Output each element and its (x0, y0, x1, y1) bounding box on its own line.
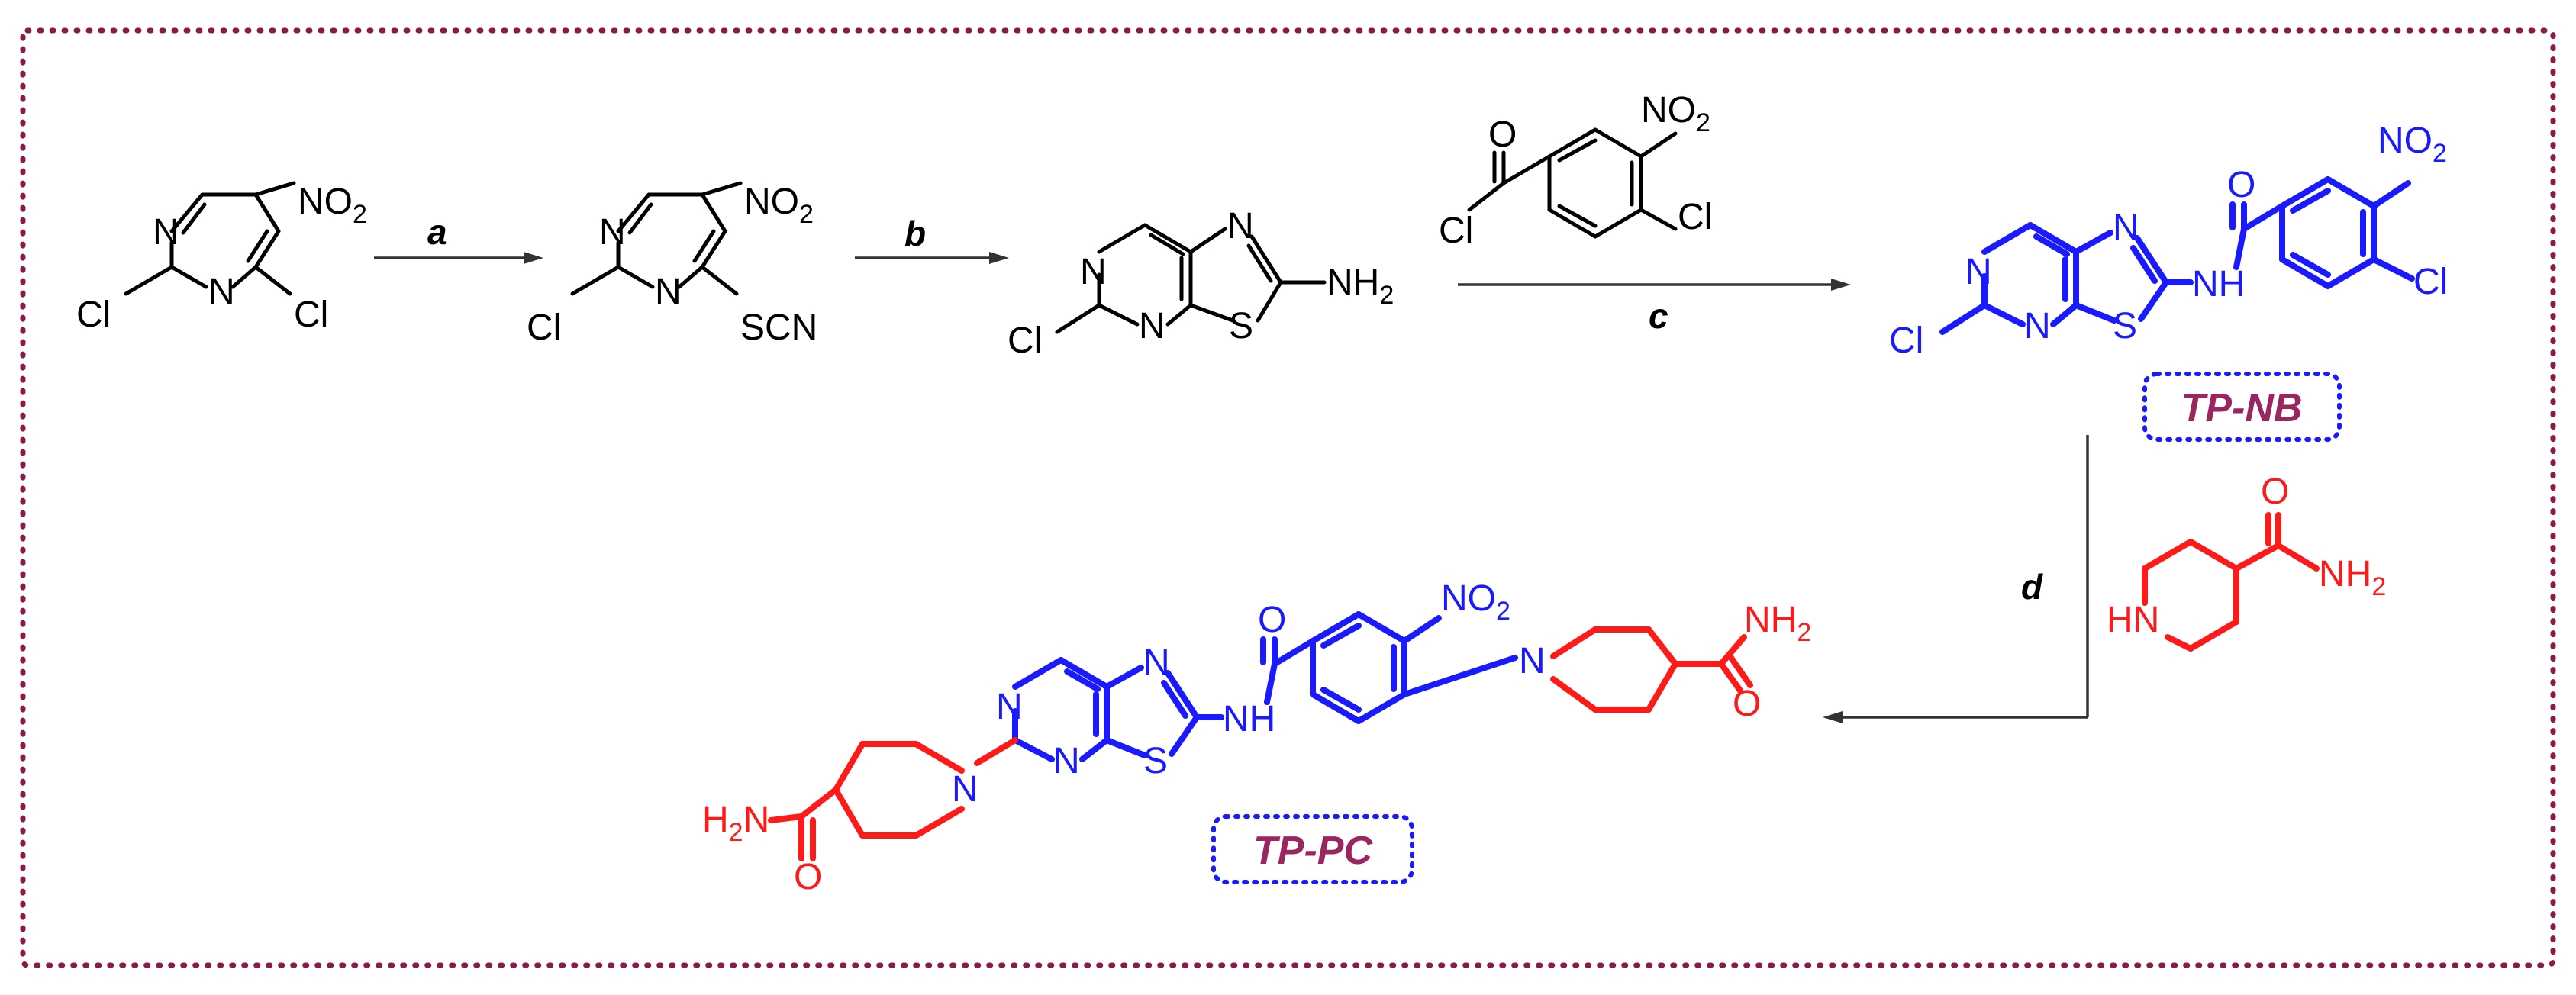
step-a-arrow: a (374, 212, 543, 264)
chlorine-atom: Cl (76, 295, 111, 335)
tp-pc-label-box (1211, 814, 1414, 884)
step-d-arrow: d (1823, 435, 2089, 723)
ring-nitrogen: N (599, 212, 626, 253)
thiazole-nitrogen: N (1143, 642, 1170, 683)
chlorine-atom: Cl (294, 295, 328, 335)
nitro-group: NO2 (2378, 121, 2447, 168)
intermediate-thiocyanatopyrimidine: N N Cl SCN NO2 (527, 181, 817, 348)
intermediate-aminothiazolopyrimidine: N N N S Cl NH2 (1008, 206, 1394, 361)
thiazole-sulfur: S (2113, 306, 2137, 346)
nitro-group: NO2 (298, 182, 367, 229)
ring-nitrogen: N (153, 212, 179, 253)
piperidine-nitrogen: N (952, 769, 978, 810)
tp-pc-label: TP-PC (1253, 829, 1373, 873)
piperidine-nitrogen: N (1519, 641, 1546, 681)
amide-nh: NH (2192, 264, 2245, 304)
aryl-chlorine: Cl (2413, 262, 2448, 302)
ring-nitrogen: N (1139, 306, 1165, 346)
piperidine-nh: HN (2107, 600, 2159, 640)
nitro-group: NO2 (1641, 90, 1710, 137)
carbonyl-oxygen: O (1488, 114, 1517, 155)
carboxamide-nh2: NH2 (1744, 600, 1811, 647)
carboxamide-oxygen: O (1733, 684, 1761, 724)
carboxamide-oxygen: O (794, 857, 822, 897)
amino-group: NH2 (1327, 262, 1394, 310)
ring-nitrogen: N (996, 687, 1023, 727)
reagent-isonipecotamide: HN O NH2 (2107, 472, 2386, 652)
acyl-chlorine: Cl (1439, 211, 1473, 251)
carboxamide-oxygen: O (2261, 472, 2289, 512)
compound-tp-pc: N N N S NH O NO2 N N NH2 O H2N O TP-PC (702, 578, 1811, 897)
step-label-d: d (2021, 567, 2043, 607)
carboxamide-h2n: H2N (702, 800, 769, 847)
chlorine-atom: Cl (1008, 320, 1042, 361)
ring-nitrogen: N (1080, 252, 1107, 292)
thiazole-nitrogen: N (1227, 206, 1254, 246)
ring-nitrogen: N (1965, 252, 1992, 292)
amide-oxygen: O (2227, 165, 2255, 205)
compound-tp-nb: N N N S Cl NH O Cl NO2 TP-NB (1889, 121, 2448, 442)
carboxamide-nh2: NH2 (2319, 554, 2386, 601)
chlorine-atom: Cl (1889, 320, 1923, 361)
step-label-b: b (904, 214, 926, 253)
step-label-a: a (427, 212, 447, 252)
chlorine-atom: Cl (527, 308, 561, 348)
thiazole-nitrogen: N (2113, 208, 2139, 248)
thiazole-sulfur: S (1143, 741, 1168, 781)
amide-oxygen: O (1258, 600, 1286, 640)
ring-nitrogen: N (1053, 741, 1080, 781)
thiocyanate-group: SCN (740, 308, 817, 348)
ring-nitrogen: N (208, 272, 235, 312)
tp-nb-label: TP-NB (2181, 386, 2303, 430)
step-label-c: c (1649, 296, 1668, 336)
step-b-arrow: b (855, 214, 1009, 264)
thiazole-sulfur: S (1229, 306, 1253, 346)
tp-nb-label-box (2142, 372, 2342, 442)
aryl-chlorine: Cl (1678, 197, 1712, 237)
scheme-border (20, 27, 2556, 968)
ring-nitrogen: N (655, 272, 682, 312)
reagent-chloronitrobenzoyl-chloride: O Cl Cl NO2 (1439, 90, 1712, 251)
nitro-group: NO2 (1441, 578, 1510, 626)
step-c-arrow: c (1458, 279, 1851, 336)
amide-nh: NH (1223, 699, 1275, 739)
nitro-group: NO2 (744, 182, 814, 229)
starting-material-dichloronitropyrimidine: N N Cl Cl NO2 (76, 181, 367, 335)
ring-nitrogen: N (2024, 306, 2051, 346)
